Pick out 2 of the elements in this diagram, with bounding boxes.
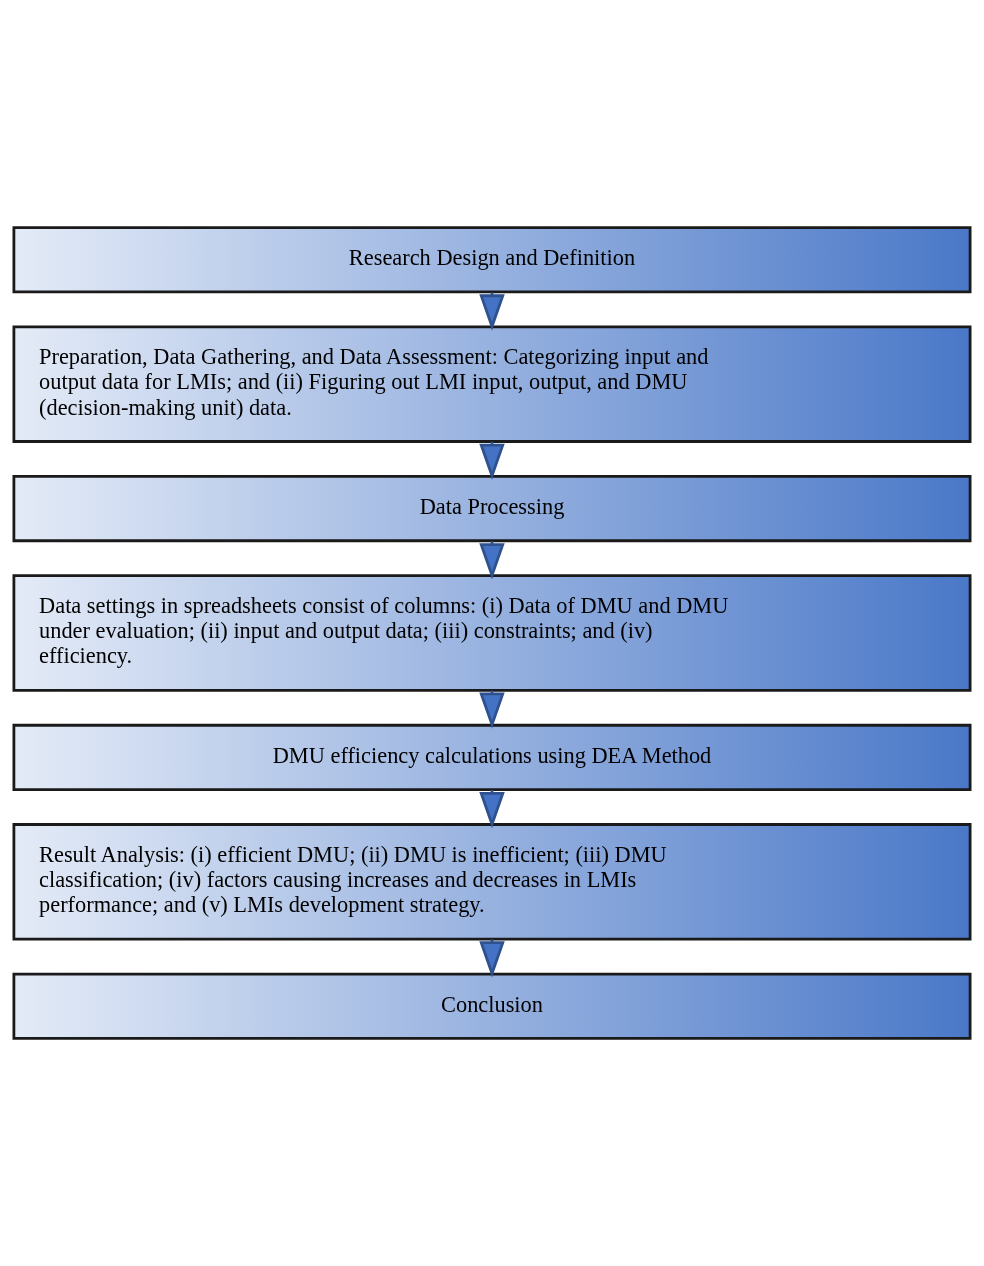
node-box: DMU efficiency calculations using DEA Method [12,723,972,791]
node-box: Conclusion [12,972,972,1040]
